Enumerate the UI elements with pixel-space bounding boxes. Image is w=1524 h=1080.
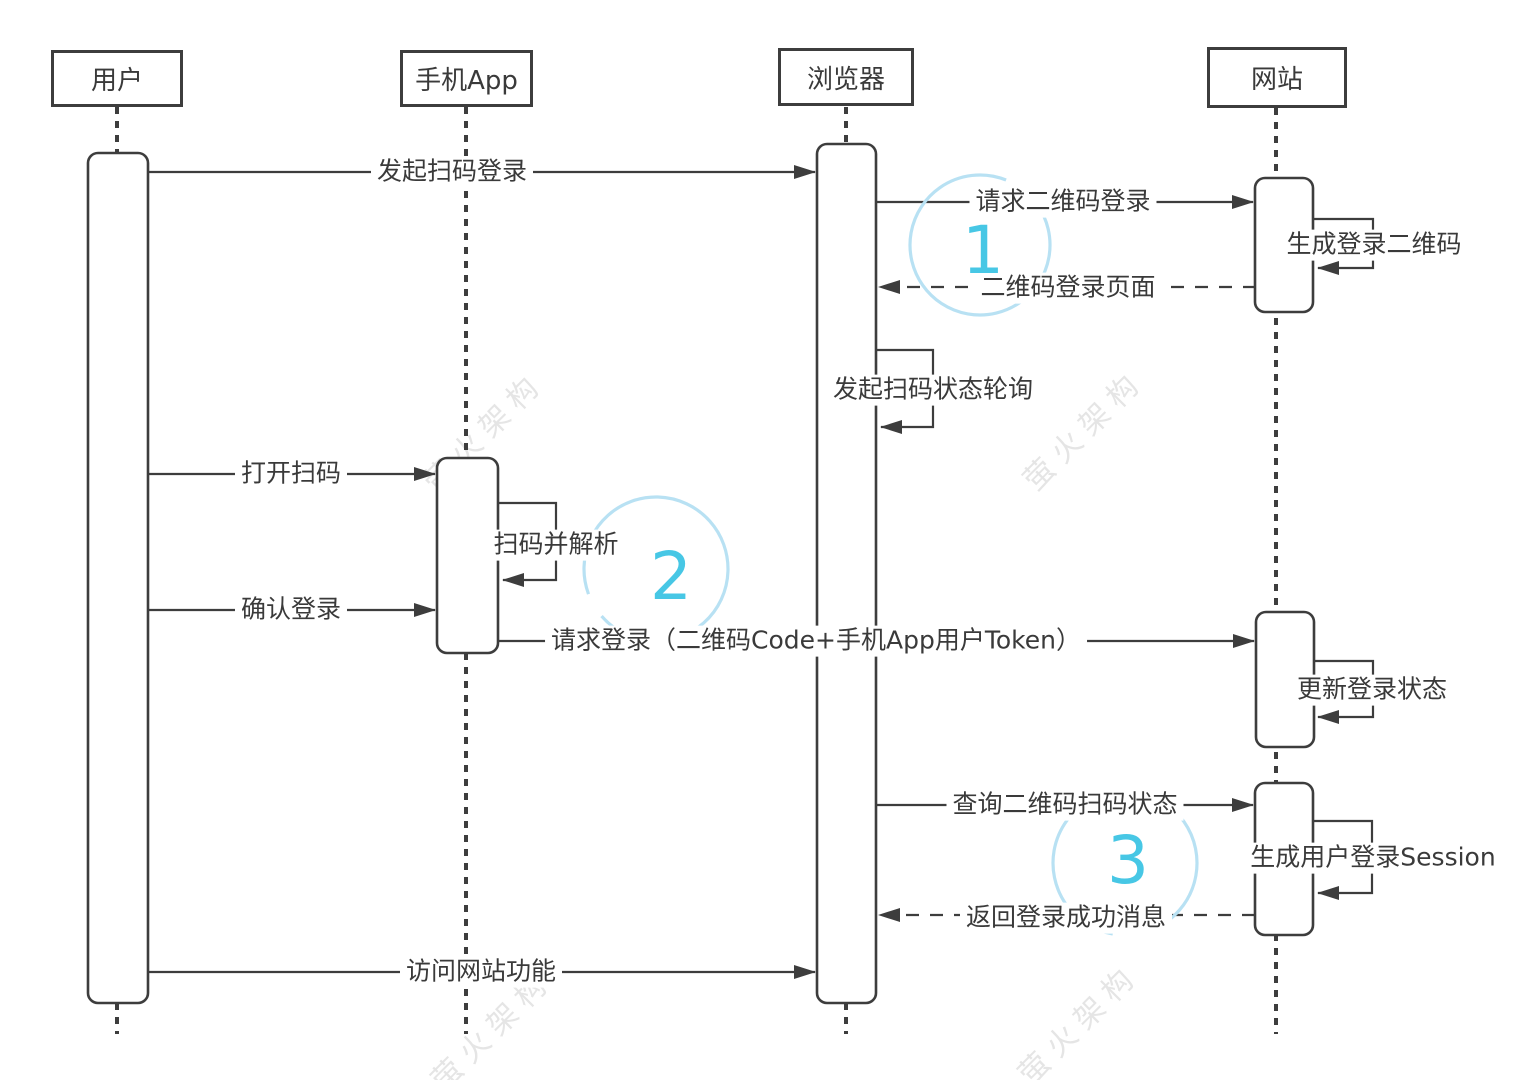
message-label-visit-site-features: 访问网站功能 [399, 956, 563, 988]
message-label-start-polling: 发起扫码状态轮询 [826, 374, 1040, 406]
actor-label-website: 网站 [1250, 65, 1303, 95]
actor-box-browser: 浏览器 [778, 48, 914, 106]
message-label-generate-session: 生成用户登录Session [1244, 842, 1502, 874]
message-label-open-scan: 打开扫码 [234, 458, 348, 490]
message-label-generate-qr: 生成登录二维码 [1280, 229, 1468, 261]
actor-label-user: 用户 [90, 66, 143, 96]
actor-label-browser: 浏览器 [806, 64, 885, 95]
actor-box-user: 用户 [51, 50, 183, 107]
message-label-qr-login-page: 二维码登录页面 [974, 272, 1162, 304]
step-badge-number-1: 1 [962, 212, 1004, 289]
message-label-initiate-scan-login: 发起扫码登录 [370, 156, 534, 188]
actor-box-website: 网站 [1207, 47, 1347, 108]
message-label-request-login: 请求登录（二维码Code+手机App用户Token） [545, 625, 1087, 657]
step-badge-number-2: 2 [650, 538, 692, 615]
message-label-request-qr-login: 请求二维码登录 [969, 186, 1157, 218]
message-label-update-login-status: 更新登录状态 [1290, 674, 1454, 706]
activation-browser [815, 142, 878, 1005]
actor-label-mobile-app: 手机App [415, 66, 518, 96]
step-badge-number-3: 3 [1107, 822, 1149, 899]
message-label-return-login-success: 返回登录成功消息 [959, 902, 1173, 934]
activation-user [86, 151, 150, 1005]
actor-box-mobile-app: 手机App [400, 50, 533, 107]
message-label-scan-and-parse: 扫码并解析 [487, 529, 625, 561]
message-label-confirm-login: 确认登录 [234, 594, 348, 626]
message-label-query-scan-status: 查询二维码扫码状态 [946, 789, 1184, 821]
